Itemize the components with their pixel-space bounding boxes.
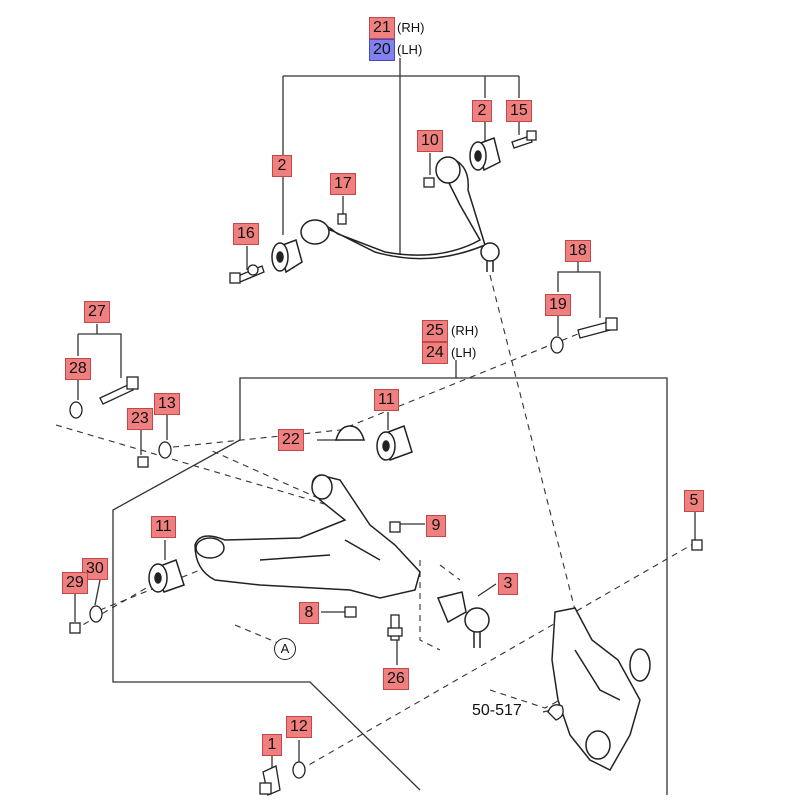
- bushing-lower: [148, 425, 413, 593]
- fasteners-frame: [69, 317, 618, 419]
- tag-lh-upper: (LH): [397, 42, 423, 57]
- bushing-upper-right: [469, 137, 501, 172]
- callout-21: 21: [369, 17, 395, 39]
- callout-20: 20: [369, 39, 395, 61]
- callout-11-upper: 11: [374, 389, 399, 411]
- fasteners-upper: [229, 130, 537, 284]
- callout-18: 18: [565, 240, 591, 262]
- tag-rh-lower: (RH): [451, 323, 479, 338]
- callout-9: 9: [426, 515, 446, 537]
- callout-28: 28: [65, 358, 91, 380]
- callout-26: 26: [383, 668, 409, 690]
- callout-22: 22: [278, 429, 304, 451]
- marker-a: A: [274, 638, 296, 660]
- steering-knuckle: [551, 607, 651, 771]
- callout-2-right: 2: [472, 100, 492, 122]
- callout-11-lower: 11: [151, 516, 176, 538]
- callout-12: 12: [286, 716, 312, 738]
- bump-stopper: [335, 425, 365, 441]
- callout-29: 29: [62, 572, 88, 594]
- callout-10: 10: [417, 130, 443, 152]
- clip-50-517: [547, 704, 564, 721]
- tag-rh-upper: (RH): [397, 20, 425, 35]
- callout-8: 8: [299, 602, 319, 624]
- callout-23: 23: [127, 408, 153, 430]
- ref-label-50-517: 50-517: [472, 702, 522, 719]
- callout-1: 1: [262, 734, 282, 756]
- callout-24: 24: [422, 342, 448, 364]
- callout-19: 19: [545, 294, 571, 316]
- bushing-upper-left: [271, 239, 303, 274]
- callout-16: 16: [233, 223, 259, 245]
- frame-left: [112, 360, 457, 791]
- callout-25: 25: [422, 320, 448, 342]
- callout-27: 27: [84, 301, 110, 323]
- callout-17: 17: [330, 173, 356, 195]
- callout-13: 13: [154, 393, 180, 415]
- upper-control-arm: [300, 156, 500, 272]
- callout-30: 30: [82, 558, 108, 580]
- tag-lh-lower: (LH): [451, 345, 477, 360]
- callout-3: 3: [498, 573, 518, 595]
- callout-5: 5: [684, 490, 704, 512]
- lower-control-arm: [194, 474, 421, 599]
- ball-joint: [436, 591, 490, 648]
- callout-15: 15: [506, 100, 532, 122]
- fasteners-lower: [69, 441, 703, 796]
- callout-2-left: 2: [272, 155, 292, 177]
- frame-right: [456, 377, 668, 795]
